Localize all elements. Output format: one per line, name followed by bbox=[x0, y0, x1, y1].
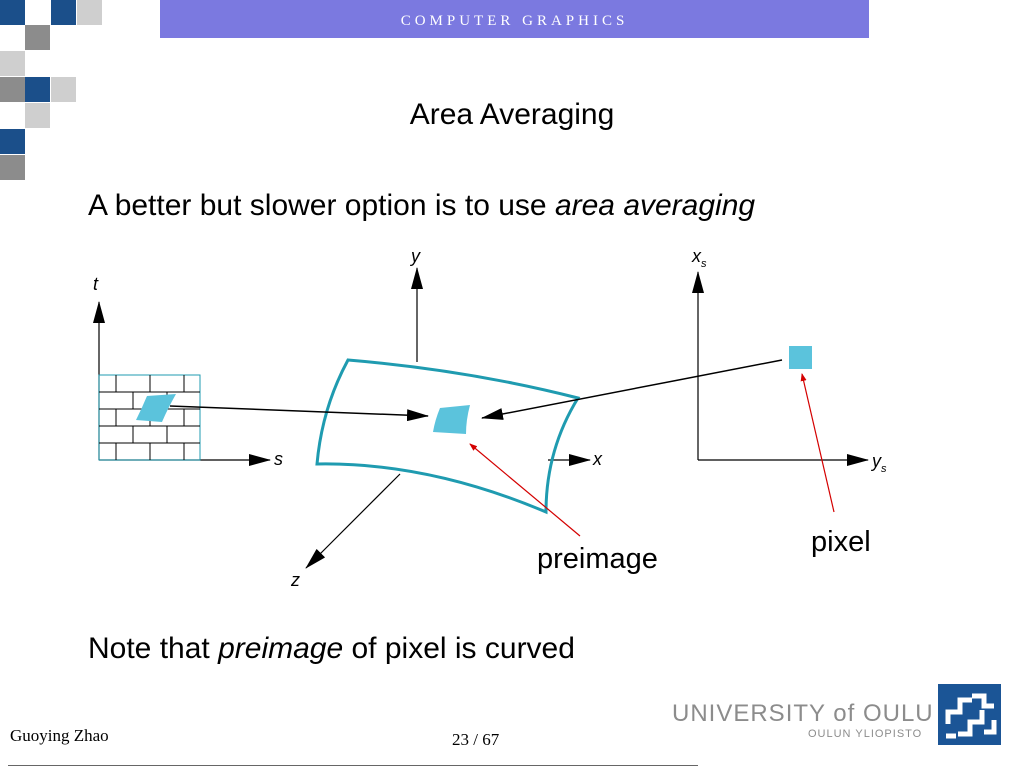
label-t: t bbox=[93, 274, 99, 294]
pixel-to-preimage-arrow bbox=[481, 359, 783, 420]
pixel-annotation-arrow bbox=[800, 373, 835, 513]
bullet-line-1: A better but slower option is to use are… bbox=[88, 189, 755, 223]
pixel-square bbox=[789, 346, 812, 369]
object-space bbox=[305, 267, 591, 569]
texture-to-preimage-arrow bbox=[169, 405, 429, 422]
header-title: COMPUTER GRAPHICS bbox=[400, 13, 629, 29]
object-z-axis bbox=[305, 473, 401, 569]
slide-title: Area Averaging bbox=[409, 98, 615, 131]
label-pixel: pixel bbox=[811, 526, 871, 558]
university-logo-icon bbox=[938, 684, 1001, 745]
texture-patch bbox=[136, 394, 176, 422]
header-bar: COMPUTER GRAPHICS bbox=[160, 0, 869, 38]
line2-text: Note that bbox=[88, 632, 219, 665]
label-s: s bbox=[274, 449, 283, 469]
curved-surface bbox=[315, 358, 581, 515]
preimage-patch bbox=[433, 405, 470, 434]
footer-page-number: 23 / 67 bbox=[452, 730, 500, 749]
label-ys: ys bbox=[870, 451, 887, 475]
university-name: UNIVERSITY of OULU bbox=[672, 700, 934, 727]
bullet-line-2: Note that preimage of pixel is curved bbox=[88, 632, 575, 666]
line1-emphasis: area averaging bbox=[554, 189, 756, 222]
footer-author: Guoying Zhao bbox=[10, 726, 109, 745]
line1-text: A better but slower option is to use bbox=[88, 189, 555, 222]
screen-space bbox=[692, 271, 869, 466]
texture-space bbox=[93, 301, 271, 466]
preimage-annotation-arrow bbox=[469, 443, 581, 537]
line2-suffix: of pixel is curved bbox=[343, 632, 575, 665]
university-subtitle: OULUN YLIOPISTO bbox=[808, 728, 923, 740]
label-xs: xs bbox=[691, 246, 707, 270]
line2-emphasis: preimage bbox=[218, 632, 344, 665]
label-x: x bbox=[592, 449, 603, 469]
label-preimage: preimage bbox=[537, 543, 658, 575]
label-y: y bbox=[409, 246, 421, 266]
footer-divider bbox=[8, 765, 698, 766]
label-z: z bbox=[290, 570, 300, 590]
